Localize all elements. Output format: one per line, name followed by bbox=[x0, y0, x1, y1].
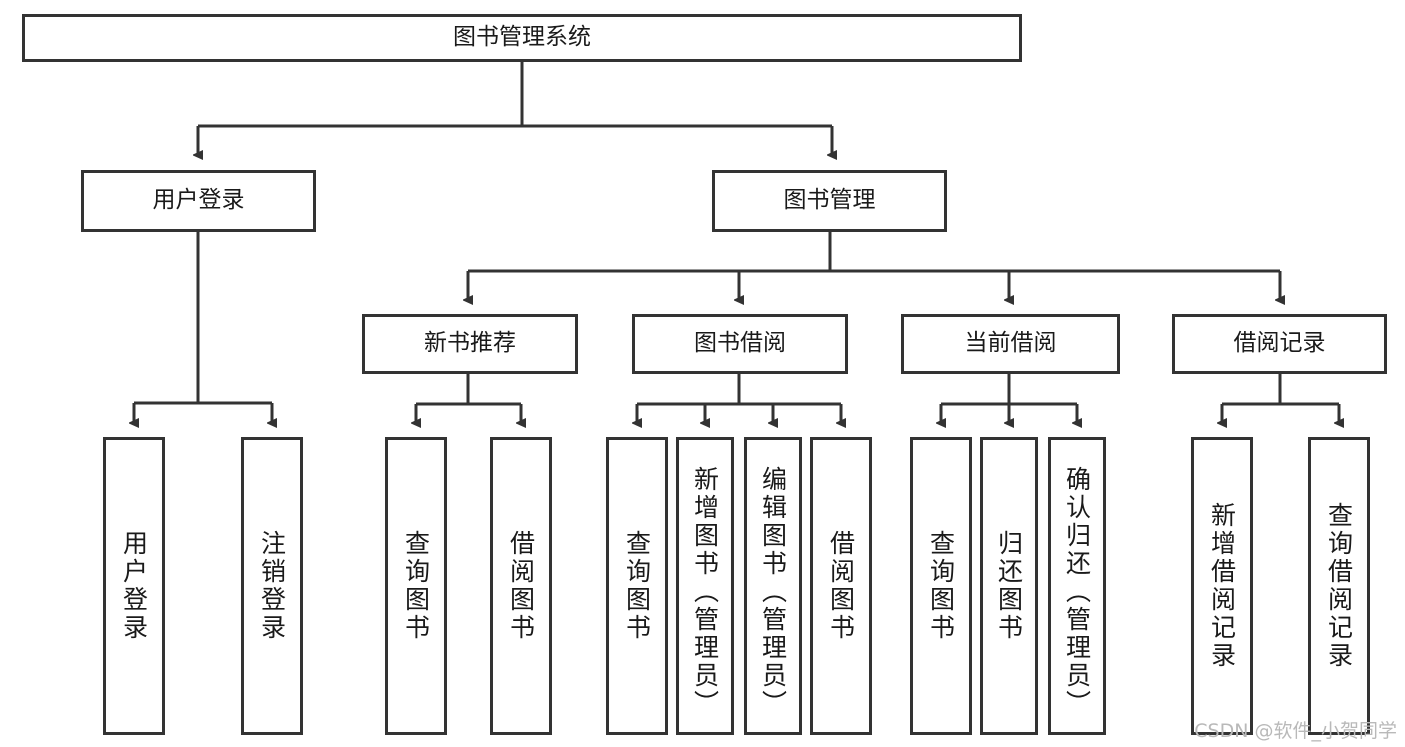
leaf-query-record-label: 查询借阅记录 bbox=[1324, 502, 1354, 670]
leaf-logout-label: 注销登录 bbox=[257, 530, 287, 642]
leaf-logout[interactable]: 注销登录 bbox=[241, 437, 303, 735]
leaf-borrow-book-2-label: 借阅图书 bbox=[826, 530, 856, 642]
leaf-return-book-label: 归还图书 bbox=[994, 530, 1024, 642]
node-book-borrow[interactable]: 图书借阅 bbox=[632, 314, 848, 374]
node-new-book-rec[interactable]: 新书推荐 bbox=[362, 314, 578, 374]
leaf-borrow-book-1[interactable]: 借阅图书 bbox=[490, 437, 552, 735]
leaf-confirm-return[interactable]: 确认归还（管理员） bbox=[1048, 437, 1106, 735]
node-root-label: 图书管理系统 bbox=[453, 24, 591, 51]
node-book-manage[interactable]: 图书管理 bbox=[712, 170, 947, 232]
leaf-query-book-3[interactable]: 查询图书 bbox=[910, 437, 972, 735]
node-borrow-record[interactable]: 借阅记录 bbox=[1172, 314, 1387, 374]
leaf-query-book-1-label: 查询图书 bbox=[401, 530, 431, 642]
node-book-borrow-label: 图书借阅 bbox=[694, 330, 786, 357]
node-root[interactable]: 图书管理系统 bbox=[22, 14, 1022, 62]
leaf-confirm-return-label: 确认归还（管理员） bbox=[1062, 466, 1092, 718]
node-current-borrow-label: 当前借阅 bbox=[964, 330, 1057, 357]
leaf-add-record[interactable]: 新增借阅记录 bbox=[1191, 437, 1253, 735]
leaf-query-book-1[interactable]: 查询图书 bbox=[385, 437, 447, 735]
node-book-manage-label: 图书管理 bbox=[783, 187, 876, 214]
leaf-query-book-2[interactable]: 查询图书 bbox=[606, 437, 668, 735]
leaf-borrow-book-2[interactable]: 借阅图书 bbox=[810, 437, 872, 735]
leaf-add-book[interactable]: 新增图书（管理员） bbox=[676, 437, 734, 735]
leaf-return-book[interactable]: 归还图书 bbox=[980, 437, 1038, 735]
leaf-query-book-3-label: 查询图书 bbox=[926, 530, 956, 642]
node-current-borrow[interactable]: 当前借阅 bbox=[901, 314, 1120, 374]
node-borrow-record-label: 借阅记录 bbox=[1233, 330, 1326, 357]
leaf-add-record-label: 新增借阅记录 bbox=[1207, 502, 1237, 670]
leaf-add-book-label: 新增图书（管理员） bbox=[690, 466, 720, 718]
node-user-login-label: 用户登录 bbox=[152, 187, 245, 214]
leaf-edit-book-label: 编辑图书（管理员） bbox=[758, 466, 788, 718]
leaf-user-login-label: 用户登录 bbox=[119, 530, 149, 642]
leaf-borrow-book-1-label: 借阅图书 bbox=[506, 530, 536, 642]
leaf-query-record[interactable]: 查询借阅记录 bbox=[1308, 437, 1370, 735]
csdn-watermark: CSDN @软件_小贺同学 bbox=[1194, 720, 1397, 742]
node-new-book-rec-label: 新书推荐 bbox=[424, 330, 516, 357]
node-user-login[interactable]: 用户登录 bbox=[81, 170, 316, 232]
leaf-query-book-2-label: 查询图书 bbox=[622, 530, 652, 642]
leaf-edit-book[interactable]: 编辑图书（管理员） bbox=[744, 437, 802, 735]
leaf-user-login[interactable]: 用户登录 bbox=[103, 437, 165, 735]
